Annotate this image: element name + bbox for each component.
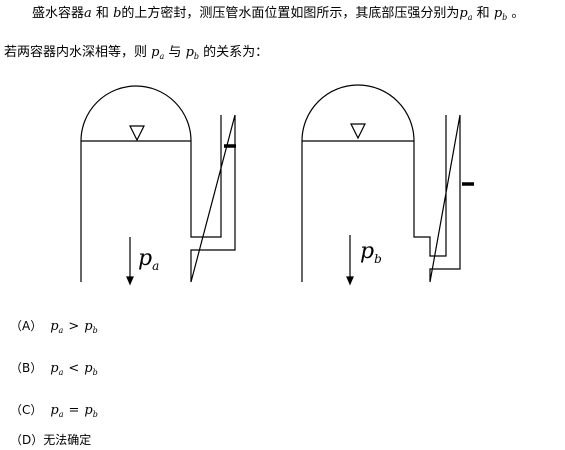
relation-symbol: = [68,403,80,418]
var-p: p [84,403,93,418]
container-a-outline [80,85,236,283]
option-text: 无法确定 [43,433,92,447]
var-a: a [84,6,92,21]
subscript-a: a [159,52,165,61]
relation-symbol: < [68,361,80,376]
depth-arrowhead-a [126,276,134,286]
water-level-marker-b [350,123,366,140]
subscript: a [58,326,64,335]
var-p: p [84,319,93,334]
depth-arrowhead-b [346,276,354,286]
question-text: 若两容器内水深相等，则 [4,45,148,60]
subscript: b [92,410,98,419]
var-p: p [185,45,194,60]
var-p: p [50,319,59,334]
question-line-1: 盛水容器a 和 b的上方密封，测压管水面位置如图所示，其底部压强分别为pa 和 … [32,6,524,26]
container-b-outline [301,84,461,283]
var-p: p [151,45,160,60]
var-p: p [50,361,59,376]
subscript: a [58,410,64,419]
option-label: （A） [10,319,43,333]
question-text: 。 [511,6,525,21]
var-p: p [84,361,93,376]
var-p: p [459,6,468,21]
var-b: b [113,6,122,21]
option-c[interactable]: （C）pa=pb [10,402,98,423]
subscript-a: a [467,13,473,22]
subscript: b [92,368,98,377]
water-level-marker-a [129,125,145,142]
subscript-b: b [193,52,200,61]
label-pa: pa [138,246,159,273]
relation-symbol: > [68,319,80,334]
var-p: p [50,403,59,418]
option-a[interactable]: （A）pa>pb [10,318,98,339]
question-text: 和 [476,6,490,21]
subscript: a [58,368,64,377]
option-d[interactable]: （D）无法确定 [10,432,91,448]
option-label: （D） [10,433,44,447]
subscript: b [92,326,98,335]
option-label: （C） [10,403,43,417]
question-text: 和 [95,6,109,21]
question-line-2: 若两容器内水深相等，则 pa 与 pb 的关系为： [4,45,268,65]
subscript-b: b [502,13,508,22]
question-text: 盛水容器 [32,6,85,21]
question-text: 与 [168,45,182,60]
var-p: p [493,6,503,21]
question-text: 的上方密封，测压管水面位置如图所示，其底部压强分别为 [121,6,460,21]
question-text: 的关系为： [203,45,269,60]
option-label: （B） [10,361,43,375]
option-b[interactable]: （B）pa<pb [10,360,98,381]
label-pb: pb [360,239,382,266]
